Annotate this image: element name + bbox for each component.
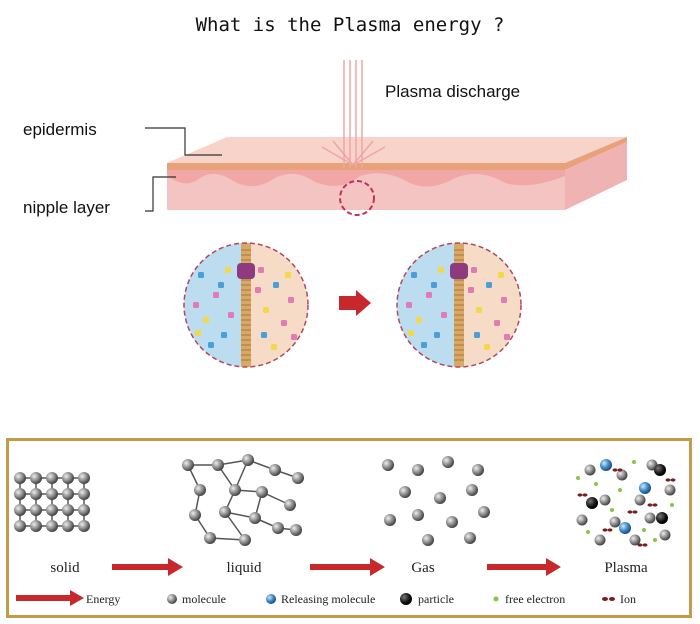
liquid-label: liquid: [226, 560, 262, 576]
state-arrow-3: [487, 558, 561, 576]
solid-lattice: [14, 472, 90, 532]
legend-molecule: molecule: [182, 592, 226, 606]
states-of-matter-panel: [6, 438, 692, 618]
state-arrow-2: [310, 558, 385, 576]
nipple-layer-label: nipple layer: [23, 198, 110, 217]
cell-before: [183, 242, 309, 368]
legend-releasing: Releasing molecule: [281, 592, 376, 606]
skin-slab: [167, 137, 627, 216]
legend-molecule-icon: [167, 594, 177, 604]
plasma-discharge-rays: [321, 60, 386, 168]
liquid-network: [182, 454, 304, 546]
plasma-label: Plasma: [604, 560, 648, 576]
legend-energy-arrow: [16, 590, 84, 606]
legend-ion: Ion: [620, 592, 636, 606]
legend-energy: Energy: [86, 592, 121, 606]
solid-label: solid: [50, 560, 80, 576]
plasma-particles: [576, 459, 676, 547]
gas-label: Gas: [411, 560, 435, 576]
page-title: What is the Plasma energy ?: [195, 14, 505, 36]
plasma-discharge-label: Plasma discharge: [385, 82, 521, 101]
epidermis-leader: [145, 127, 222, 156]
legend-free-electron: free electron: [505, 592, 566, 606]
legend-electron-icon: [493, 596, 499, 602]
legend-releasing-icon: [266, 594, 276, 604]
transition-arrow: [339, 290, 371, 316]
epidermis-label: epidermis: [23, 120, 97, 139]
legend-particle-icon: [400, 593, 412, 605]
state-arrow-1: [112, 558, 183, 576]
cell-after: [396, 242, 522, 368]
legend-ion-icon: [602, 597, 615, 601]
nipple-leader: [145, 176, 176, 212]
gas-molecules: [382, 456, 490, 546]
legend-particle: particle: [418, 592, 454, 606]
